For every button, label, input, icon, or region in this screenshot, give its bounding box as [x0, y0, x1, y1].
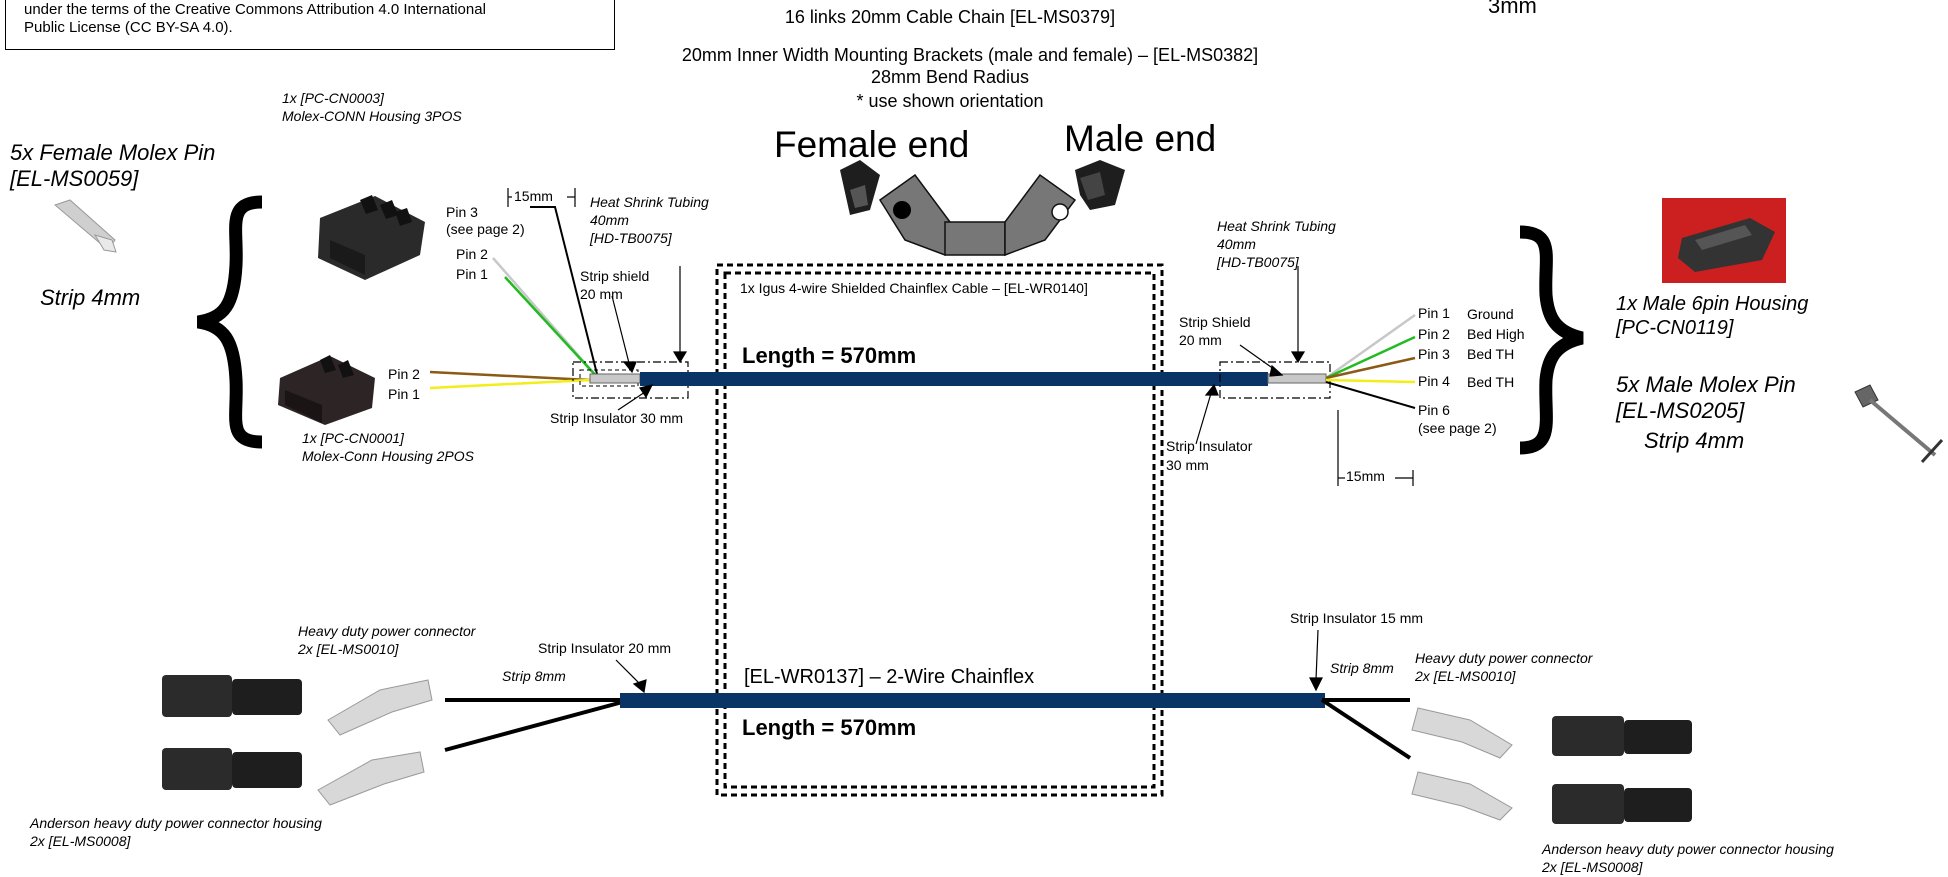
two-wire-cable-label: [EL-WR0137] – 2-Wire Chainflex	[744, 666, 1035, 688]
left-pin2-bottom-label: Pin 2	[388, 366, 420, 382]
bottom-annotation-arrows	[615, 629, 1323, 694]
right-pin3-function: Bed TH	[1467, 346, 1515, 362]
left-brace-icon	[196, 195, 263, 449]
right-bottom-strip-insulator: Strip Insulator 15 mm	[1290, 610, 1424, 626]
male-molex-pin-code: [EL-MS0205]	[1616, 398, 1745, 423]
female-molex-pin-code: [EL-MS0059]	[10, 166, 139, 191]
female-molex-pin-icon	[53, 199, 117, 253]
left-pin3-note: (see page 2)	[446, 221, 525, 237]
four-wire-cable-label: 1x Igus 4-wire Shielded Chainflex Cable …	[740, 280, 1088, 296]
left-bottom-strip-insulator: Strip Insulator 20 mm	[538, 640, 672, 656]
top-right-partial: 3mm	[1488, 0, 1537, 18]
right-power-connector-title: Heavy duty power connector	[1415, 650, 1593, 666]
right-strip-shield: Strip Shield	[1179, 314, 1251, 330]
housing-2pos-name: Molex-Conn Housing 2POS	[302, 448, 474, 464]
right-pin3-label: Pin 3	[1418, 346, 1450, 362]
license-line-2: Public License (CC BY-SA 4.0).	[24, 19, 233, 36]
right-pin2-label: Pin 2	[1418, 326, 1450, 342]
right-pin6-label: Pin 6	[1418, 402, 1450, 418]
male-molex-pin-title: 5x Male Molex Pin	[1616, 372, 1796, 397]
bottom-length-label: Length = 570mm	[742, 715, 917, 740]
molex-2pos-housing-icon	[278, 355, 375, 425]
male-housing-code: [PC-CN0119]	[1616, 317, 1734, 339]
left-wire-fanout	[429, 206, 599, 390]
right-strip-insulator: Strip Insulator	[1166, 438, 1253, 454]
right-anderson-housing-title: Anderson heavy duty power connector hous…	[1542, 841, 1834, 857]
left-hst-length: 40mm	[590, 212, 629, 228]
right-wire-fanout	[1325, 313, 1416, 409]
right-strip-4mm: Strip 4mm	[1644, 428, 1745, 453]
left-hst-code: [HD-TB0075]	[590, 230, 672, 246]
top-annotation-arrows	[611, 266, 1306, 445]
left-15mm-dimension	[507, 188, 576, 207]
left-15mm-label: 15mm	[514, 188, 553, 204]
right-shield-section	[1267, 373, 1327, 384]
right-brace-icon	[1519, 225, 1584, 455]
bend-radius: 28mm Bend Radius	[870, 67, 1030, 87]
right-15mm-label: 15mm	[1346, 468, 1385, 484]
male-end-label: Male end	[1064, 118, 1217, 159]
molex-3pos-housing-icon	[318, 195, 425, 280]
right-pin2-function: Bed High	[1467, 326, 1525, 342]
anderson-housing-left-icon	[162, 675, 302, 790]
mounting-brackets-icon	[840, 160, 1125, 257]
two-wire-cable	[620, 693, 1325, 708]
right-bottom-strip-8mm: Strip 8mm	[1330, 660, 1394, 676]
cable-chain-title: 16 links 20mm Cable Chain [EL-MS0379]	[784, 7, 1116, 27]
male-housing-title: 1x Male 6pin Housing	[1616, 293, 1809, 315]
right-pin4-label: Pin 4	[1418, 373, 1450, 389]
housing-3pos-name: Molex-CONN Housing 3POS	[282, 108, 462, 124]
left-pin2-top-label: Pin 2	[456, 246, 488, 262]
right-strip-shield-length: 20 mm	[1179, 332, 1222, 348]
right-pin1-label: Pin 1	[1418, 305, 1450, 321]
housing-2pos-qty: 1x [PC-CN0001]	[302, 430, 404, 446]
cable-chain-box-outer	[715, 263, 1164, 797]
anderson-housing-right-icon	[1552, 716, 1692, 824]
male-6pin-housing-icon	[1662, 198, 1786, 283]
cable-chain-box-inner	[723, 271, 1156, 789]
left-bottom-strip-8mm: Strip 8mm	[502, 668, 566, 684]
right-anderson-housing-qty: 2x [EL-MS0008]	[1542, 859, 1643, 875]
four-wire-cable	[640, 372, 1268, 386]
bottom-left-wires	[444, 698, 631, 752]
left-strip-shield-length: 20 mm	[580, 286, 623, 302]
left-hst-title: Heat Shrink Tubing	[590, 194, 709, 210]
left-pin1-top-label: Pin 1	[456, 266, 488, 282]
left-strip-shield: Strip shield	[580, 268, 650, 284]
left-pin1-bottom-label: Pin 1	[388, 386, 420, 402]
housing-3pos-qty: 1x [PC-CN0003]	[282, 90, 384, 106]
license-line-1: under the terms of the Creative Commons …	[24, 1, 486, 18]
female-end-label: Female end	[774, 124, 970, 165]
left-strip-insulator: Strip Insulator 30 mm	[550, 410, 684, 426]
left-strip-4mm: Strip 4mm	[40, 285, 141, 310]
right-15mm-dimension	[1337, 410, 1414, 486]
license-box: under the terms of the Creative Commons …	[5, 0, 615, 50]
power-contact-left-icon	[317, 679, 433, 806]
left-pin3-label: Pin 3	[446, 204, 478, 220]
left-anderson-housing-title: Anderson heavy duty power connector hous…	[30, 815, 322, 831]
right-hst-code: [HD-TB0075]	[1217, 254, 1299, 270]
top-length-label: Length = 570mm	[742, 343, 917, 368]
male-molex-pin-icon	[1854, 384, 1944, 464]
right-strip-insulator-length: 30 mm	[1166, 457, 1209, 473]
left-power-connector-title: Heavy duty power connector	[298, 623, 476, 639]
left-shield-section	[589, 373, 641, 384]
left-anderson-housing-qty: 2x [EL-MS0008]	[30, 833, 131, 849]
left-power-connector-qty: 2x [EL-MS0010]	[298, 641, 399, 657]
right-pin6-note: (see page 2)	[1418, 420, 1497, 436]
brackets-title: 20mm Inner Width Mounting Brackets (male…	[681, 45, 1259, 65]
orientation-note: * use shown orientation	[856, 91, 1044, 111]
right-pin1-function: Ground	[1467, 306, 1514, 322]
right-power-connector-qty: 2x [EL-MS0010]	[1415, 668, 1516, 684]
right-hst-title: Heat Shrink Tubing	[1217, 218, 1336, 234]
female-molex-pin-title: 5x Female Molex Pin	[10, 140, 216, 165]
right-pin4-function: Bed TH	[1467, 374, 1515, 390]
bottom-right-wires	[1320, 698, 1412, 760]
right-hst-length: 40mm	[1217, 236, 1256, 252]
power-contact-right-icon	[1411, 707, 1513, 821]
